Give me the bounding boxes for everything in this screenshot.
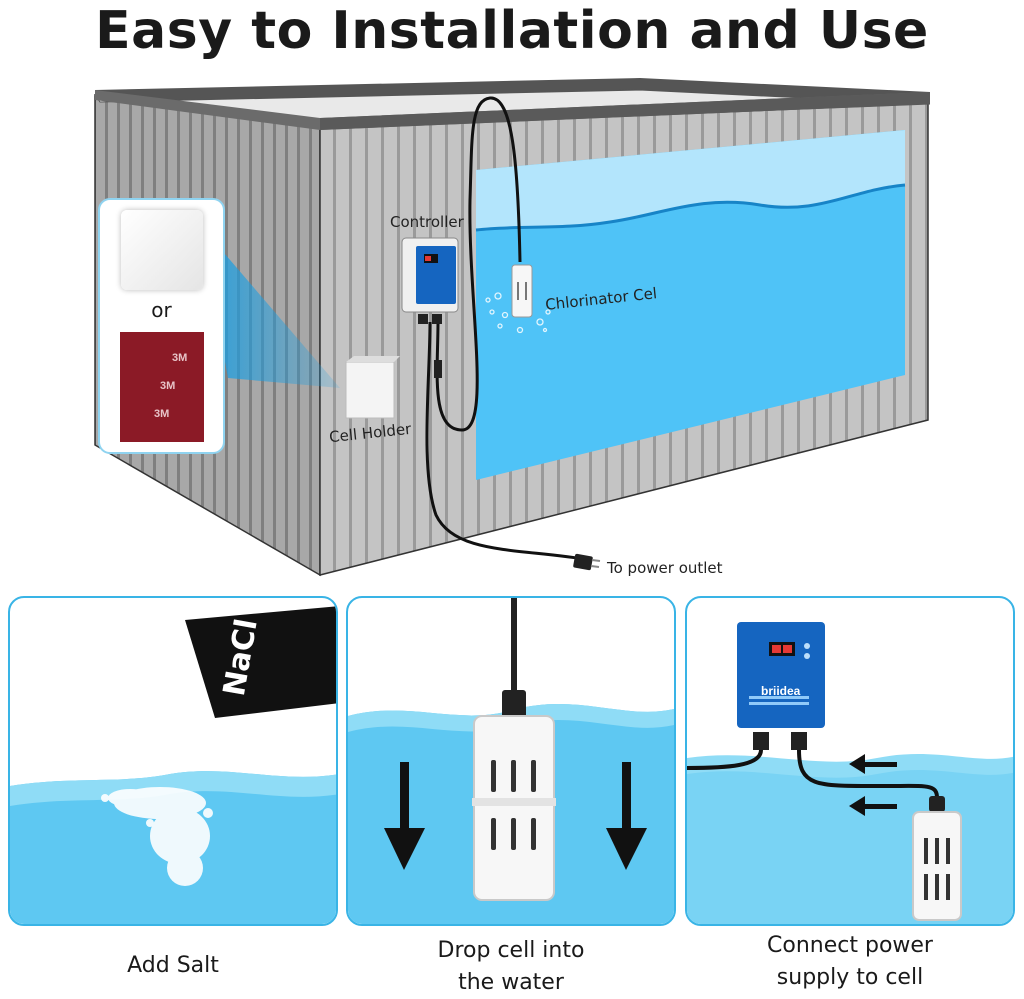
step-connect-power-panel: briidea — [685, 596, 1015, 926]
drop-cell-caption-line1: Drop cell into — [437, 938, 585, 963]
left-arrow-icon — [849, 754, 897, 774]
adhesive-tape-image: 3M 3M 3M — [120, 332, 204, 442]
step-2-caption: Drop cell into the water — [346, 935, 676, 999]
down-arrow-icon-right — [606, 762, 647, 870]
cell-holder — [345, 356, 400, 419]
down-arrow-icon-left — [384, 762, 425, 870]
suction-pad-image — [121, 210, 203, 290]
connect-power-caption-line1: Connect power — [767, 933, 933, 958]
page-title: Easy to Installation and Use — [95, 1, 929, 61]
tape-brand-text: 3M — [172, 352, 188, 364]
step-drop-cell-panel — [346, 596, 676, 926]
step-3-caption: Connect power supply to cell — [685, 930, 1015, 994]
tape-brand-text: 3M — [154, 408, 170, 420]
power-outlet-label: To power outlet — [607, 559, 723, 577]
connect-power-illustration — [687, 622, 1013, 924]
drop-cell-caption-line2: the water — [458, 970, 564, 995]
step-add-salt-panel: NaCl — [8, 596, 338, 926]
chlorinator-cell — [511, 264, 533, 318]
brand-logo: briidea — [761, 684, 801, 698]
tape-brand-text: 3M — [160, 380, 176, 392]
add-salt-illustration — [10, 606, 336, 924]
pool-illustration — [93, 78, 931, 577]
left-arrow-icon — [849, 796, 897, 816]
step-1-caption: Add Salt — [8, 950, 338, 982]
drop-cell-illustration — [348, 598, 674, 924]
connect-power-caption-line2: supply to cell — [776, 965, 924, 990]
power-plug — [573, 553, 601, 571]
controller-unit — [401, 237, 459, 324]
controller-label: Controller — [390, 213, 464, 231]
mounting-options-inset: or 3M 3M 3M — [98, 198, 225, 454]
or-label: or — [151, 298, 172, 322]
add-salt-caption: Add Salt — [127, 953, 219, 978]
